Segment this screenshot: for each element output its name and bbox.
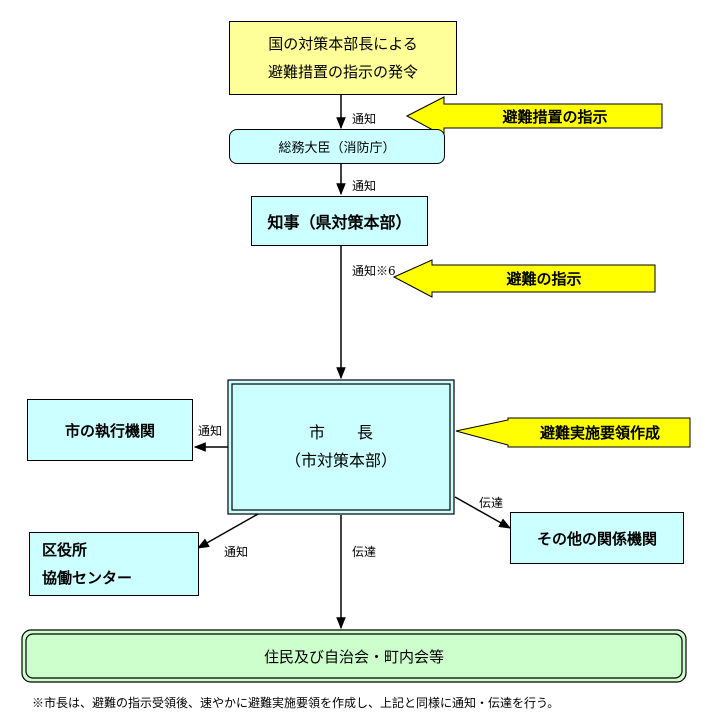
notify-label-1: 通知 [352, 112, 377, 126]
mayor-box-inner-frame [231, 383, 451, 511]
footnote: ※市長は、避難の指示受領後、速やかに避難実施要領を作成し、上記と同様に通知・伝達… [32, 696, 560, 710]
mayor-box-line2: （市対策本部） [284, 451, 397, 470]
ward-box-line1: 区役所 [42, 541, 88, 559]
residents-box-label: 住民及び自治会・町内会等 [263, 647, 444, 666]
callout-evac-order-shape [392, 259, 656, 298]
residents-box-frame [21, 629, 687, 683]
callout-evac-order: 避難の指示 [506, 270, 582, 288]
notify-label-ward: 通知 [224, 545, 249, 559]
exec-box-label: 市の執行機関 [64, 421, 155, 440]
notify-label-3: 通知※6 [352, 264, 396, 278]
other-agencies-box: その他の関係機関 [510, 512, 684, 564]
notify-label-2: 通知 [352, 179, 377, 193]
order-box: 国の対策本部長による 避難措置の指示の発令 [229, 21, 457, 95]
notify-label-exec: 通知 [198, 424, 223, 438]
minister-box: 総務大臣（消防庁） [229, 129, 445, 164]
governor-box-label: 知事（県対策本部） [267, 213, 412, 232]
other-agencies-label: その他の関係機関 [536, 529, 657, 548]
mayor-box: 市 長 （市対策本部） [232, 384, 450, 510]
callout-manual: 避難実施要領作成 [539, 424, 660, 442]
callout-manual-shape [455, 417, 691, 448]
residents-box: 住民及び自治会・町内会等 [26, 634, 682, 678]
order-box-line1: 国の対策本部長による [268, 35, 418, 53]
exec-box: 市の執行機関 [27, 399, 193, 461]
ward-box: 区役所 協働センター [29, 532, 199, 596]
mayor-box-frame [227, 379, 455, 515]
ward-box-line2: 協働センター [42, 569, 133, 587]
transmit-label-residents: 伝達 [352, 545, 377, 559]
mayor-box-line1: 市 長 [308, 423, 373, 442]
arrow-mayor-to-ward [196, 513, 259, 549]
order-box-line2: 避難措置の指示の発令 [267, 63, 418, 81]
arrow-mayor-to-other [454, 496, 512, 529]
callout-evac-measures: 避難措置の指示 [502, 107, 608, 126]
residents-box-inner-frame [25, 633, 683, 679]
minister-box-label: 総務大臣（消防庁） [278, 141, 396, 156]
governor-box: 知事（県対策本部） [251, 196, 428, 246]
transmit-label-other: 伝達 [479, 496, 504, 510]
